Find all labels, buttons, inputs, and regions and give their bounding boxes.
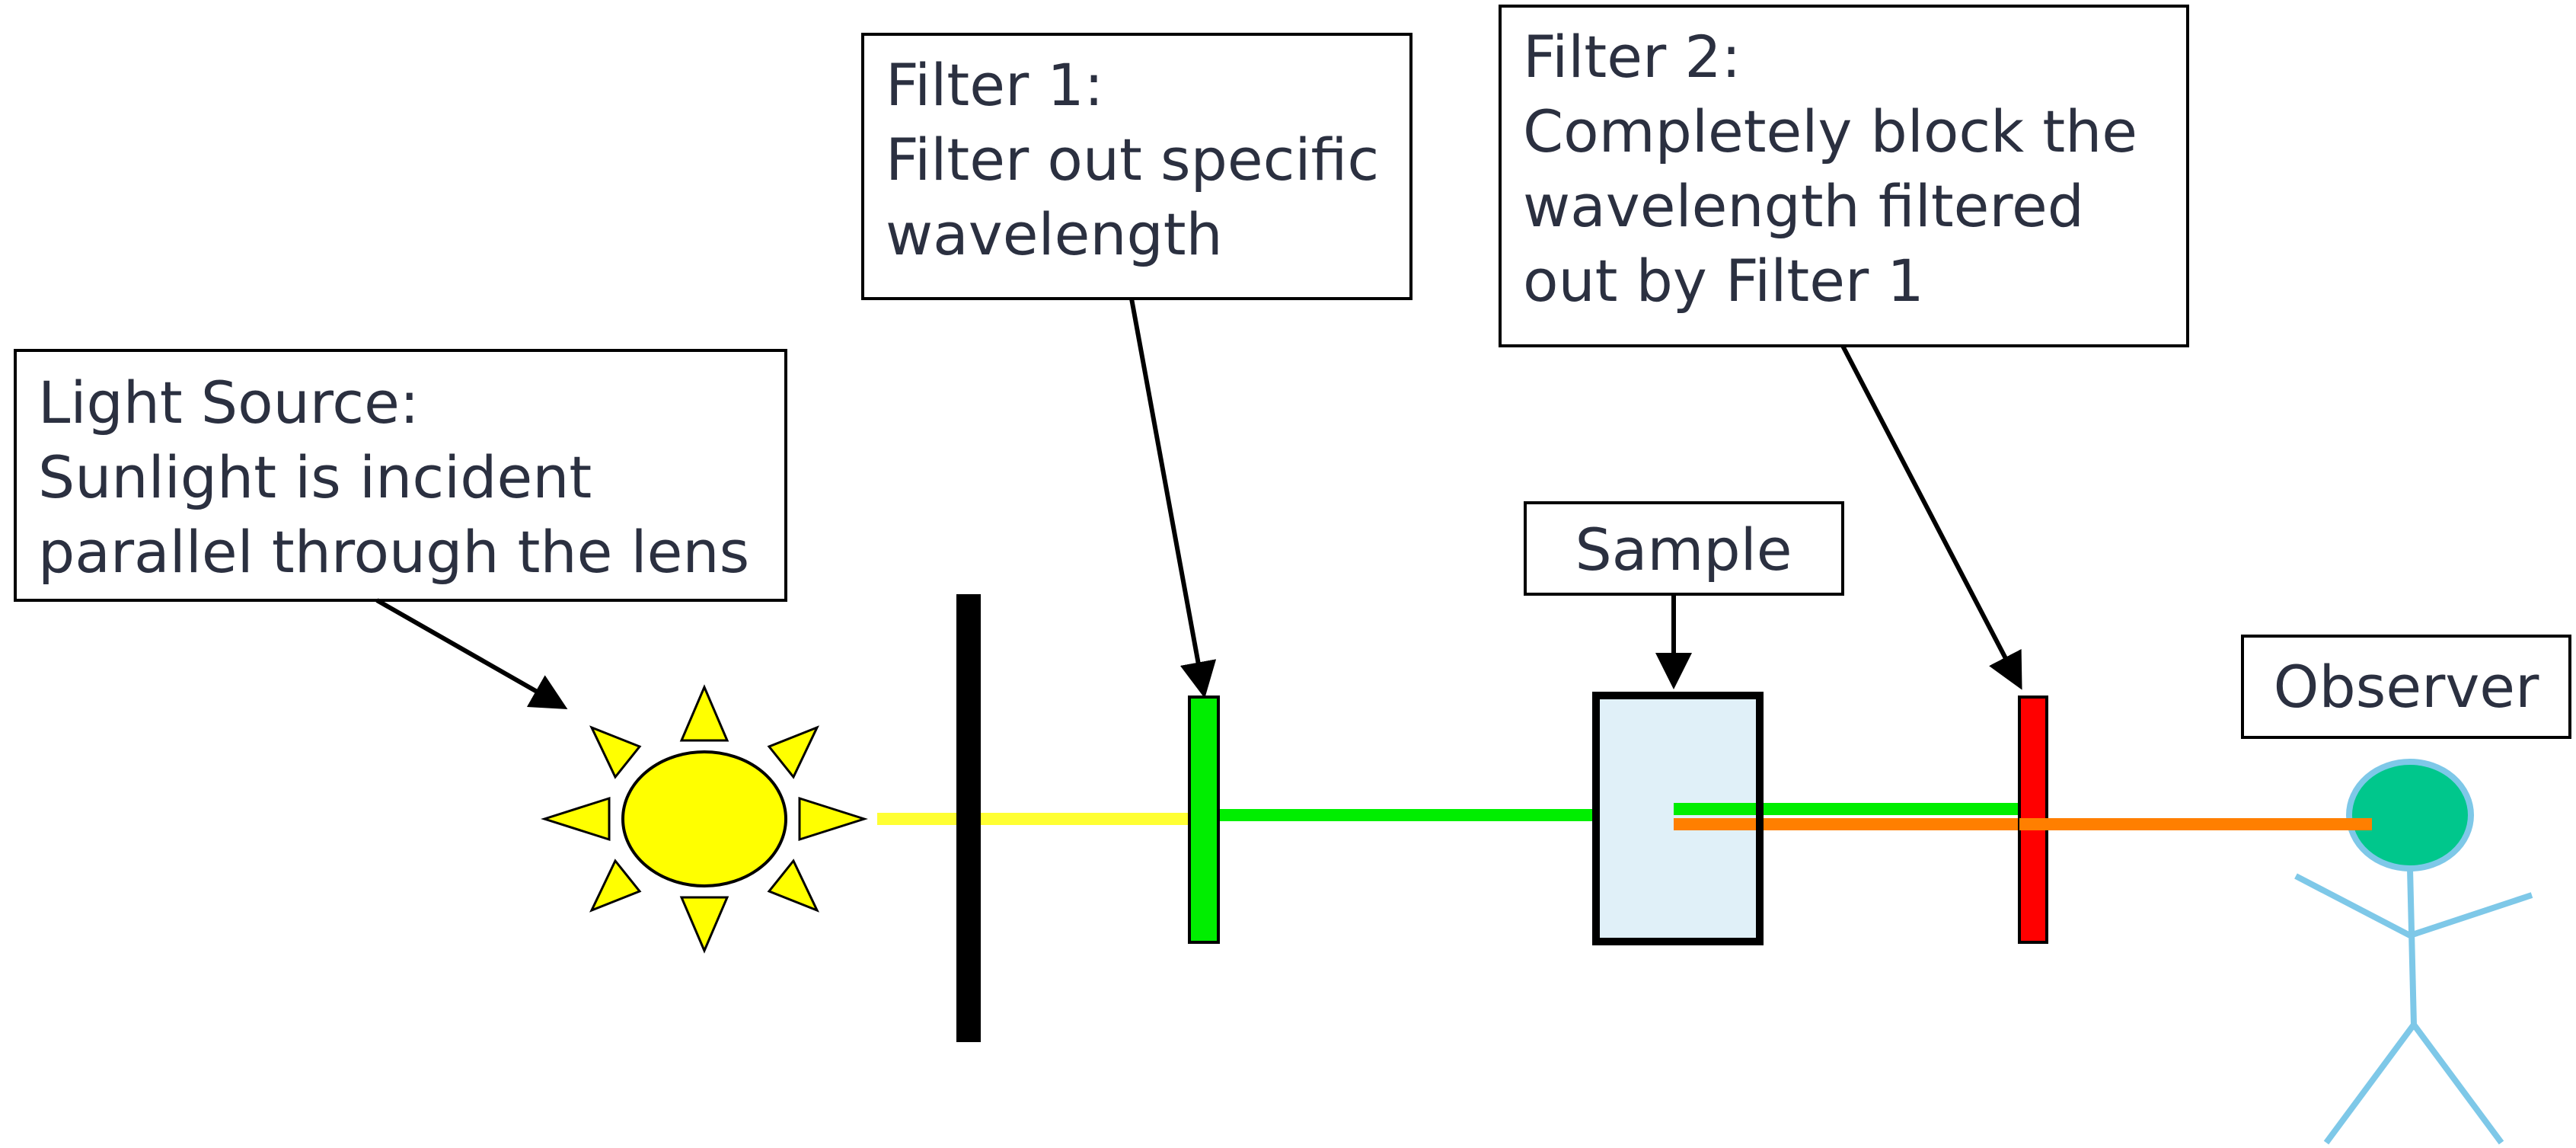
filter2-pointer-arrow [1840,344,2022,690]
sun-ray-bottom [679,896,729,954]
filter1 [1188,696,1220,944]
light-source-label-line-2: Sunlight is incident [38,443,592,511]
filter1-label-line-2: Filter out specific [886,126,1379,193]
sun-disc [621,750,787,887]
filter2-box [1499,5,2189,347]
observer-left-leg [2323,1022,2417,1145]
observer-label: Observer [2274,653,2539,721]
observer-body [2407,868,2417,1025]
sample-label: Sample [1575,516,1792,584]
light-source-label-line-3: parallel through the lens [38,518,749,586]
filter1-pointer-arrow [1129,298,1217,699]
filter2-callout: Filter 2: Completely block the wavelengt… [1499,5,2189,347]
observer-callout: Observer [2241,635,2571,739]
sun-ray-bottom-right [767,859,819,913]
sun-ray-bottom-left [589,859,642,913]
sun-ray-top-right [767,725,819,779]
observer-right-leg [2411,1022,2504,1145]
observer-right-arm [2408,892,2533,939]
light-source-callout: Light Source: Sunlight is incident paral… [14,349,787,602]
light-source-box [14,349,787,602]
observer-head [2346,759,2474,871]
sun-ray-left [541,796,611,842]
sun-icon [541,684,868,954]
filter2-label-line-2: Completely block the [1523,98,2137,165]
filter1-label-line-3: wavelength [886,200,1223,268]
filter1-label-line-1: Filter 1: [886,51,1103,119]
observer-left-arm [2294,873,2412,939]
light-source-label-line-1: Light Source: [38,369,419,436]
filter2-label-line-1: Filter 2: [1523,23,1741,91]
filter2-label-line-4: out by Filter 1 [1523,247,1924,315]
observer-figure [2048,759,2533,1145]
filter1-box [861,33,1412,300]
light-source-pointer-arrow [375,598,568,709]
filter2-label-line-3: wavelength filtered [1523,172,2084,240]
sample-box [1524,501,1844,596]
sample-callout: Sample [1524,501,1844,596]
observer-box [2241,635,2571,739]
lens-aperture [956,594,981,1042]
sun-ray-top-left [589,725,642,779]
sun-ray-top [679,684,729,742]
filter1-callout: Filter 1: Filter out specific wavelength [861,33,1412,300]
sun-ray-right [798,796,868,842]
